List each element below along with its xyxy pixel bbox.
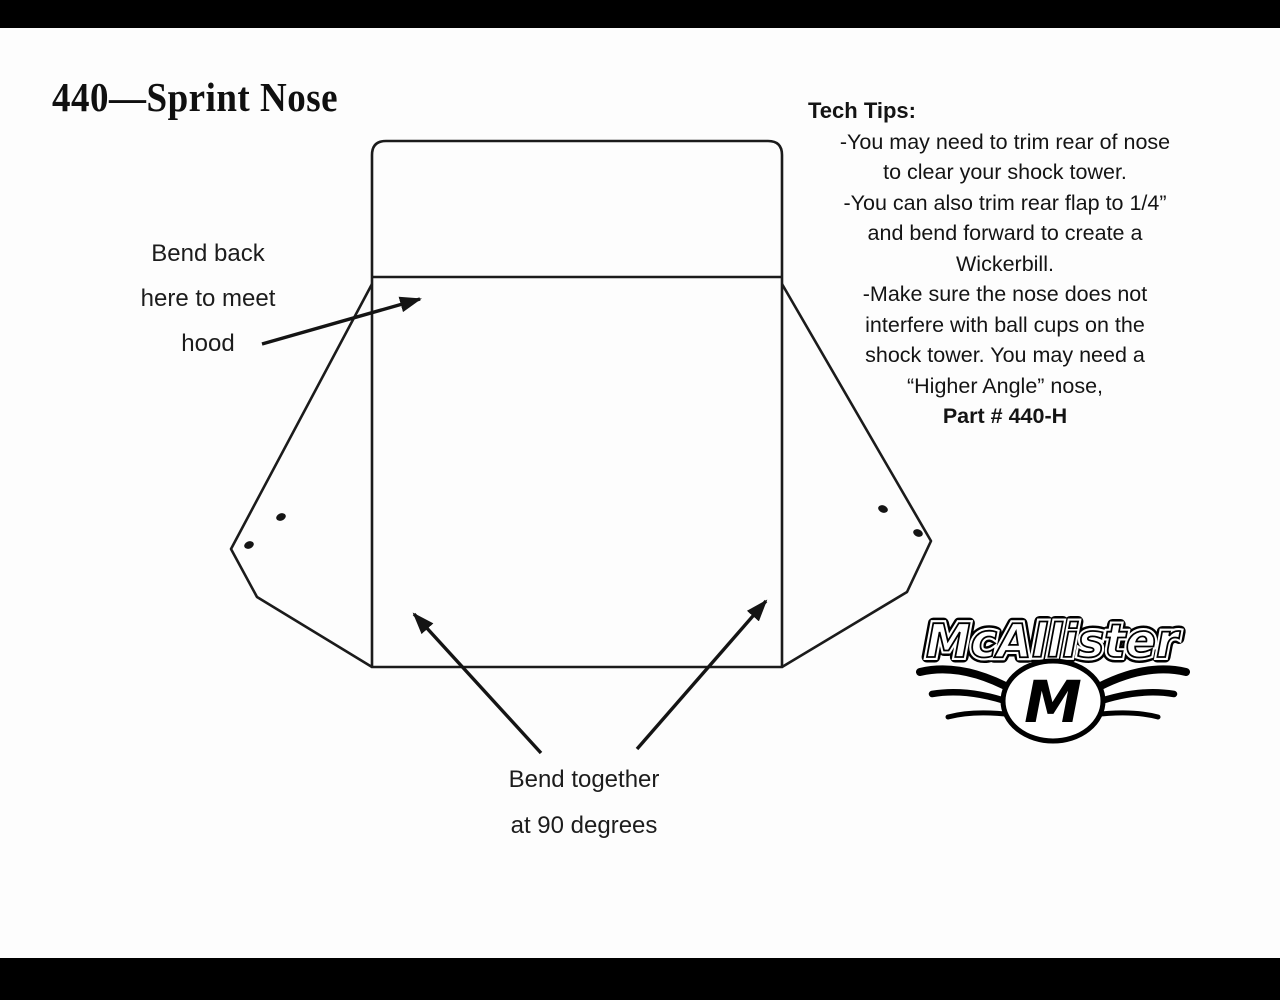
page-title: 440—Sprint Nose bbox=[52, 75, 339, 122]
tech-tips-part-number: Part # 440-H bbox=[942, 404, 1068, 428]
bend-together-left-arrow-icon bbox=[412, 612, 543, 755]
emblem-letter: M bbox=[1024, 668, 1082, 736]
bend-together-label: Bend together at 90 degrees bbox=[452, 757, 716, 849]
tech-tips-block: Tech Tips: -You may need to trim rear of… bbox=[796, 96, 1214, 432]
top-letterbox-bar bbox=[0, 0, 1280, 28]
tech-tips-line: to clear your shock tower. bbox=[883, 160, 1127, 184]
tech-tips-line: interfere with ball cups on the bbox=[865, 312, 1145, 337]
mounting-hole bbox=[276, 513, 286, 521]
tech-tips-heading: Tech Tips: bbox=[808, 98, 916, 123]
emblem-oval bbox=[1000, 658, 1106, 744]
mounting-hole bbox=[878, 505, 888, 513]
tech-tips-line: “Higher Angle” nose, bbox=[907, 373, 1103, 398]
bend-together-label-line1: Bend together bbox=[508, 766, 660, 793]
nose-outline bbox=[229, 139, 933, 669]
bend-back-label-line3: hood bbox=[181, 330, 235, 357]
annotation-arrows bbox=[261, 296, 768, 755]
tech-tips-line: -Make sure the nose does not bbox=[862, 282, 1148, 306]
bend-back-label-line1: Bend back bbox=[151, 240, 265, 267]
tech-tips-line: Wickerbill. bbox=[956, 251, 1054, 276]
right-wing-panel bbox=[780, 283, 933, 669]
bend-together-right-arrow-icon bbox=[635, 599, 768, 751]
bend-back-arrow-icon bbox=[261, 296, 422, 346]
left-wing-panel bbox=[229, 283, 374, 669]
bend-back-label: Bend back here to meet hood bbox=[110, 231, 306, 366]
tech-tips-line: -You can also trim rear flap to 1/4” bbox=[843, 190, 1167, 215]
mounting-hole bbox=[913, 529, 923, 537]
tech-tips-line: and bend forward to create a bbox=[867, 221, 1143, 245]
mcallister-logo: McAllister McAllister McAllister M bbox=[916, 609, 1190, 744]
mounting-holes bbox=[244, 505, 923, 549]
mounting-hole bbox=[244, 541, 254, 549]
tech-tips-line: -You may need to trim rear of nose bbox=[839, 129, 1171, 154]
bend-back-label-line2: here to meet bbox=[140, 285, 276, 312]
center-panel bbox=[370, 277, 784, 669]
bottom-letterbox-bar bbox=[0, 958, 1280, 1000]
winged-m-emblem: M bbox=[916, 658, 1190, 744]
tech-tips-line: shock tower. You may need a bbox=[865, 343, 1145, 367]
logo-wordmark: McAllister McAllister McAllister bbox=[921, 609, 1187, 674]
bend-together-label-line2: at 90 degrees bbox=[510, 812, 658, 839]
top-flap bbox=[370, 139, 784, 277]
